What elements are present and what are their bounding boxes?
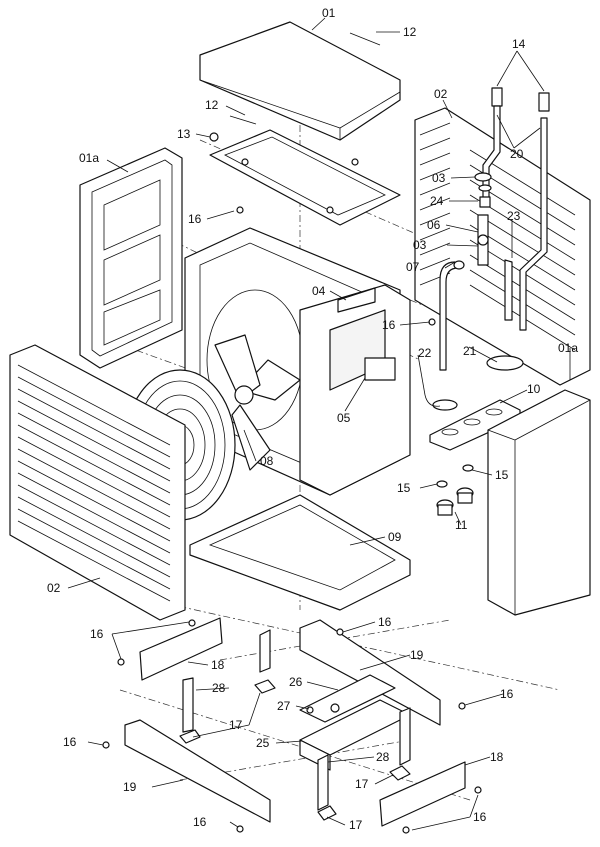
label-17-b: 17: [355, 777, 369, 791]
label-21: 21: [463, 344, 477, 358]
label-16-e: 16: [500, 687, 514, 701]
label-27: 27: [277, 699, 291, 713]
label-03-a: 03: [432, 171, 446, 185]
base-frame-part-25: [299, 674, 411, 771]
side-rail-part-18-right: [379, 761, 466, 827]
bracket-part-28-right: [317, 707, 411, 811]
label-12-a: 12: [403, 25, 417, 39]
label-26: 26: [289, 675, 303, 689]
clip-part-15: [436, 464, 474, 488]
label-05: 05: [337, 411, 351, 425]
pipe-part-07: [439, 260, 465, 371]
label-16-c: 16: [90, 627, 104, 641]
label-13: 13: [177, 127, 191, 141]
control-box-part-04: [299, 284, 411, 496]
label-16-a: 16: [188, 212, 202, 226]
fitting-part-24: [479, 196, 491, 208]
label-19-b: 19: [123, 780, 137, 794]
foot-part-17: [179, 679, 411, 821]
fitting-part-03: [474, 172, 492, 192]
label-18-b: 18: [490, 750, 504, 764]
top-plate-part-13: [209, 129, 401, 226]
label-14: 14: [512, 37, 526, 51]
label-16-f: 16: [63, 735, 77, 749]
label-17-c: 17: [349, 818, 363, 832]
label-01a-right: 01a: [558, 341, 578, 355]
label-25: 25: [256, 736, 270, 750]
label-15-a: 15: [495, 468, 509, 482]
front-grille-part-02: [9, 344, 186, 621]
side-rail-part-19-back: [299, 619, 441, 726]
label-02-left: 02: [47, 581, 61, 595]
side-rail-part-19-front: [124, 719, 271, 823]
label-16-g: 16: [193, 815, 207, 829]
label-03-b: 03: [413, 238, 427, 252]
label-24: 24: [430, 194, 444, 208]
gasket-part-21: [432, 355, 524, 411]
label-16-d: 16: [378, 615, 392, 629]
label-06: 06: [427, 218, 441, 232]
label-16-h: 16: [473, 810, 487, 824]
label-09: 09: [388, 530, 402, 544]
screw-part-13: [209, 132, 219, 142]
valve-body-part-06: [477, 214, 489, 266]
label-12-b: 12: [205, 98, 219, 112]
label-01a-left: 01a: [79, 151, 99, 165]
label-04: 04: [312, 284, 326, 298]
label-07: 07: [406, 260, 420, 274]
label-28-b: 28: [376, 750, 390, 764]
label-01: 01: [322, 6, 336, 20]
label-11: 11: [455, 518, 468, 532]
top-cover-part-01: [199, 21, 401, 141]
label-10: 10: [527, 382, 541, 396]
label-28-a: 28: [212, 681, 226, 695]
label-16-b: 16: [382, 318, 396, 332]
cable-part-22: [424, 394, 441, 407]
label-20: 20: [510, 147, 524, 161]
label-17-a: 17: [229, 718, 243, 732]
part-labels: 01 12 12 13 01a 16 14 20 02 03 24 06 23 …: [47, 6, 578, 832]
cable-gland-part-11: [436, 487, 474, 516]
bracket-part-28-left: [182, 629, 271, 733]
logo-badge-part-12: [229, 115, 257, 125]
leader-lines: [67, 17, 571, 831]
label-23: 23: [507, 209, 521, 223]
left-side-panel-part-01a: [79, 147, 183, 369]
label-18-a: 18: [211, 658, 225, 672]
drip-tray-part-09: [189, 494, 411, 611]
right-side-panel-part-01a: [487, 389, 591, 616]
label-08: 08: [260, 454, 274, 468]
label-02-top: 02: [434, 87, 448, 101]
label-15-b: 15: [397, 481, 411, 495]
pipe-part-23: [504, 259, 513, 321]
label-19-a: 19: [410, 648, 424, 662]
label-22: 22: [418, 346, 432, 360]
side-rail-part-18-left: [139, 617, 223, 681]
